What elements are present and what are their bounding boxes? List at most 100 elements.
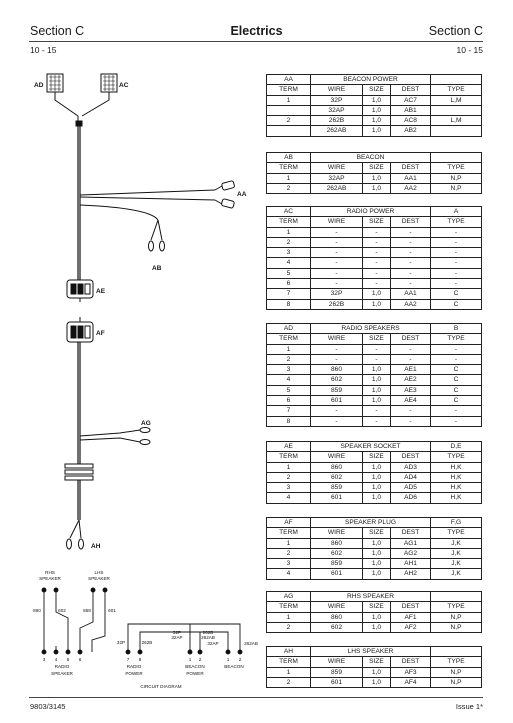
table-cell: 5: [266, 384, 311, 397]
table-cell: 1,0: [362, 172, 391, 184]
table-cell: [430, 590, 482, 603]
table-cell: 1,0: [362, 621, 391, 634]
table-cell: [266, 125, 311, 137]
header-rule: [29, 41, 483, 42]
table-cell: C: [430, 288, 483, 300]
table-cell: -: [389, 267, 432, 280]
wire-label-262ab-top: 262AB: [201, 635, 215, 640]
table-cell: L,M: [430, 94, 482, 106]
table-cell: -: [310, 236, 363, 249]
table-cell: WIRE: [310, 333, 363, 345]
table-cell: C: [430, 298, 483, 310]
table-cell: RADIO POWER: [309, 205, 432, 218]
table-cell: AA1: [389, 172, 432, 184]
table-row: 2----: [266, 236, 483, 249]
table-cell: 1: [266, 343, 311, 355]
beacon-power-label-2: POWER: [186, 671, 204, 676]
table-cell: -: [389, 257, 432, 269]
table-row: 5----: [266, 267, 483, 280]
table-cell: J,K: [430, 537, 482, 549]
table-cell: 7: [266, 288, 311, 300]
table-cell: 1,0: [362, 364, 391, 376]
page-title: Electrics: [230, 24, 283, 38]
label-ag: AG: [141, 420, 151, 427]
table-cell: 262B: [310, 298, 363, 310]
table-cell: -: [310, 343, 363, 355]
wire-label-32ap: 32AP: [207, 641, 218, 646]
table-cell: -: [430, 236, 483, 249]
table-cell: 601: [310, 492, 363, 504]
table-cell: DEST: [390, 84, 431, 96]
table-cell: -: [430, 226, 483, 238]
table-cell: DEST: [389, 451, 432, 463]
table-cell: 1,0: [362, 558, 391, 570]
table-cell: WIRE: [310, 162, 363, 174]
table-cell: WIRE: [310, 601, 363, 613]
table-cell: AG2: [390, 547, 431, 560]
table-cell: AF1: [390, 611, 431, 623]
label-af: AF: [96, 330, 105, 337]
table-cell: 8: [266, 415, 311, 427]
beacon-label: BEACON: [224, 664, 243, 669]
table-cell: 2: [266, 236, 311, 249]
table-cell: 1: [266, 172, 311, 184]
wire-label-601: 601: [108, 608, 116, 613]
table-cell: AA: [266, 73, 311, 86]
table-cell: 2: [266, 182, 311, 195]
table-cell: -: [362, 278, 391, 290]
label-ah: AH: [91, 543, 101, 550]
connector-af-icon: [66, 317, 94, 343]
table-cell: 1,0: [362, 547, 391, 560]
table-cell: AF3: [389, 666, 432, 678]
table-cell: 860: [310, 461, 363, 473]
table-cell: TERM: [266, 216, 311, 228]
table-cell: -: [310, 257, 363, 269]
table-cell: SPEAKER PLUG: [310, 516, 431, 529]
term-5: 5: [67, 657, 70, 662]
table-cell: 1,0: [362, 492, 391, 504]
table-cell: -: [389, 247, 432, 259]
table-cell: TYPE: [430, 162, 483, 174]
table-cell: 32P: [310, 94, 363, 106]
term-8: 8: [139, 657, 142, 662]
wire-label-859: 859: [83, 608, 91, 613]
wire-label-32ap-top: 32AP: [171, 635, 182, 640]
table-cell: 602: [310, 547, 363, 560]
table-cell: DEST: [389, 162, 432, 174]
table-cell: 1: [266, 226, 311, 238]
table-cell: AB2: [390, 125, 431, 137]
table-row: 1----: [266, 343, 483, 355]
table-cell: 3: [266, 364, 311, 376]
table-cell: -: [430, 267, 483, 280]
table-cell: SIZE: [362, 656, 391, 668]
table-cell: -: [389, 405, 432, 417]
rhs-speaker-label-1: RHS: [45, 570, 55, 575]
table-cell: 1,0: [362, 125, 391, 137]
table-cell: -: [362, 405, 391, 417]
table-cell: -: [389, 236, 432, 249]
table-cell: TYPE: [430, 333, 483, 345]
table-cell: 6: [266, 395, 311, 407]
table-cell: -: [362, 247, 391, 259]
table-cell: SIZE: [362, 451, 391, 463]
table-cell: N,P: [430, 666, 483, 678]
table-cell: AE3: [389, 384, 432, 397]
table-row: 7----: [266, 405, 483, 417]
term-1a: 1: [189, 657, 192, 662]
table-cell: SIZE: [362, 216, 391, 228]
table-cell: 262B: [310, 115, 363, 127]
table-cell: TYPE: [430, 451, 483, 463]
